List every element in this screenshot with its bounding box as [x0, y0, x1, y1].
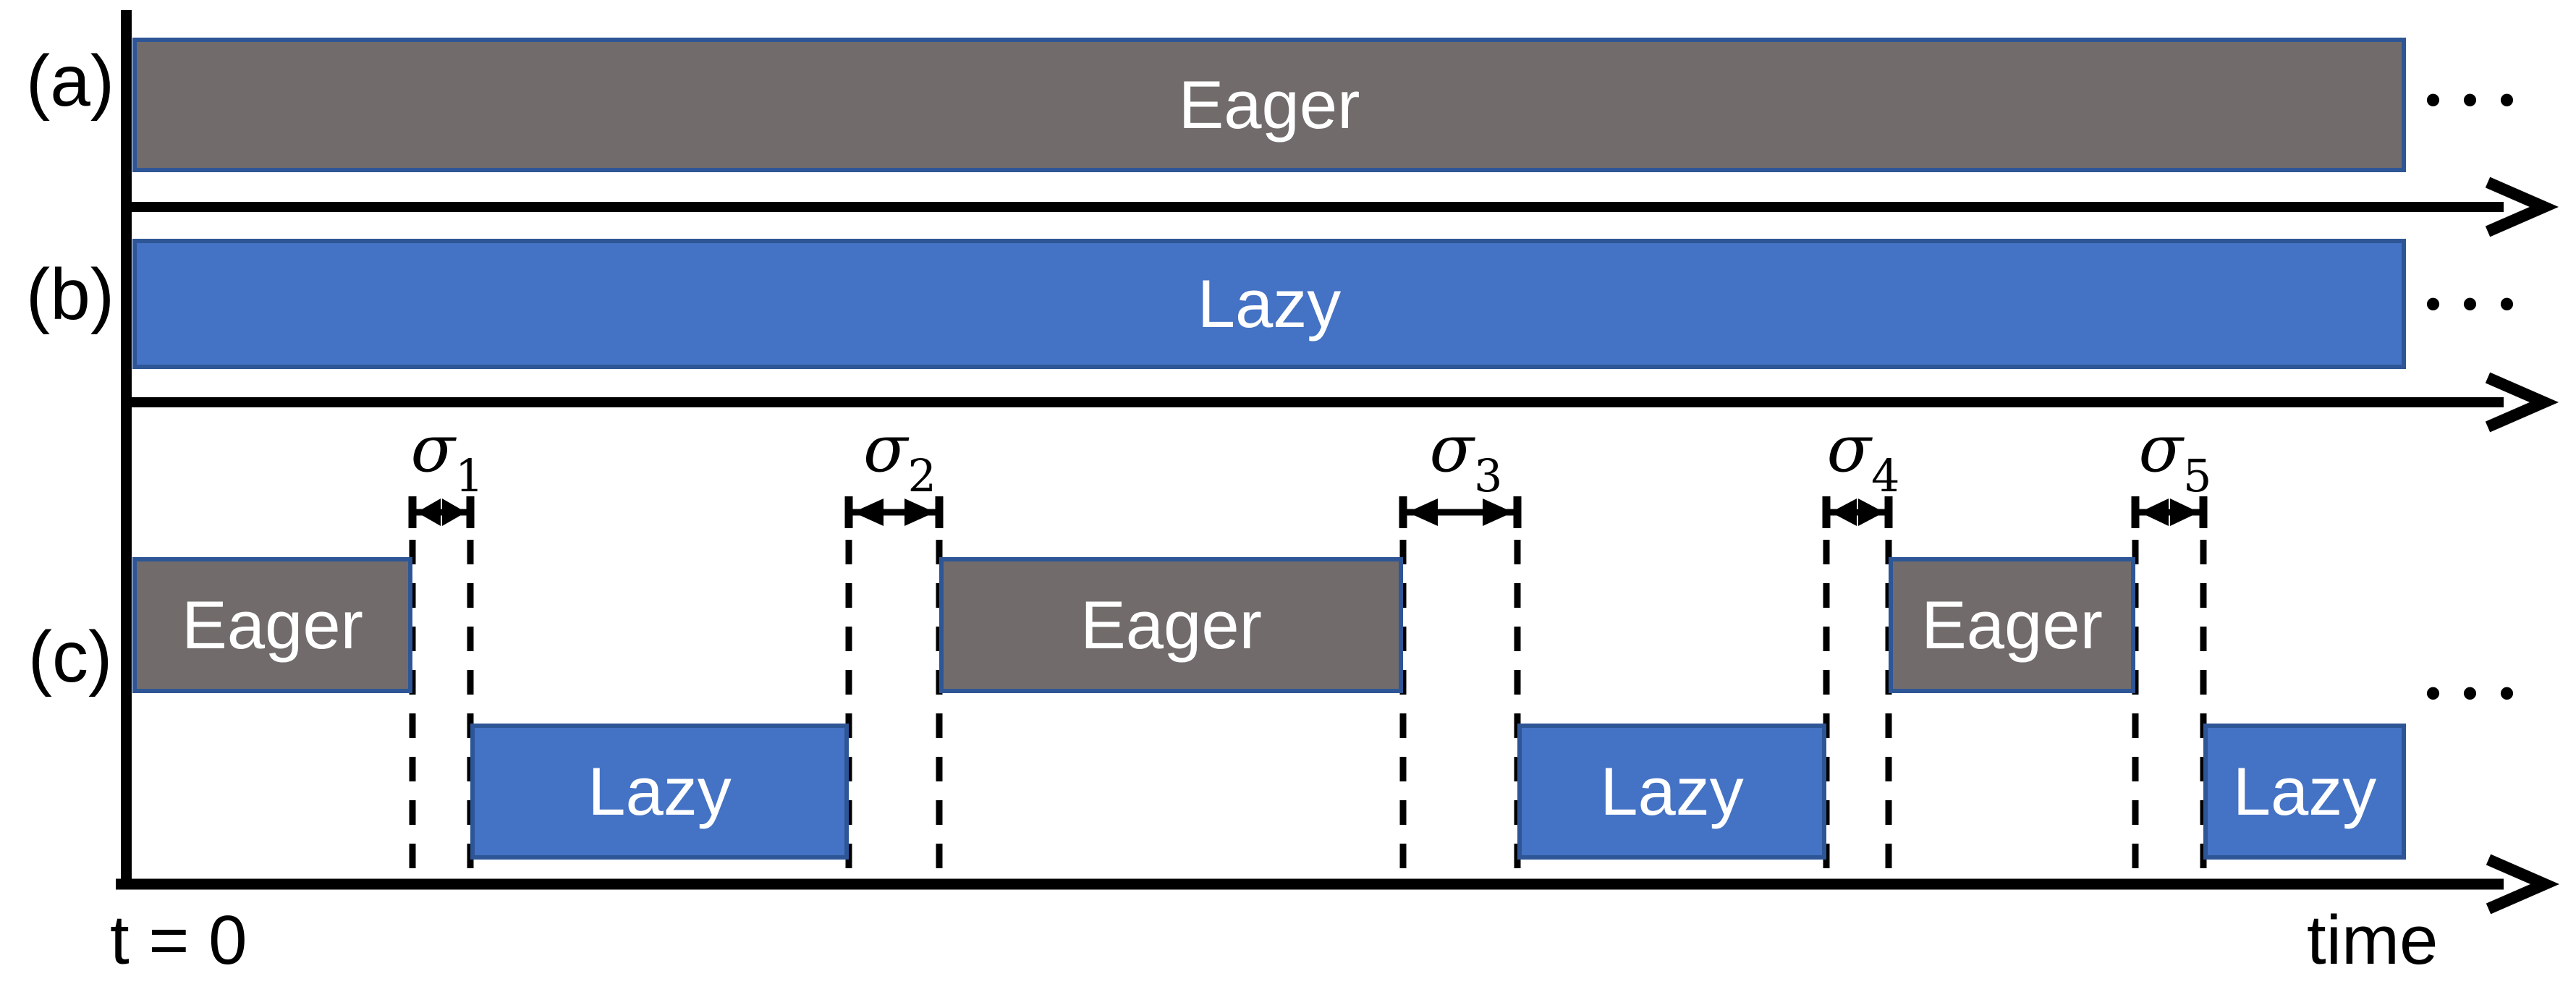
- row-b-ellipsis: •••: [2425, 279, 2537, 328]
- sigma-5-label: σ5: [2096, 417, 2255, 499]
- row-c-ellipsis: •••: [2425, 669, 2537, 717]
- sigma-4-label: σ4: [1784, 417, 1943, 499]
- sigma-symbol: σ: [410, 411, 455, 487]
- row-b-tag: (b): [25, 254, 115, 335]
- bar-lazy: Lazy: [2203, 724, 2406, 860]
- bar-eager-full-label: Eager: [1178, 67, 1360, 143]
- row-a-tag: (a): [25, 41, 115, 122]
- sigma-subscript: 4: [1870, 449, 1900, 502]
- origin-label: t = 0: [110, 902, 247, 979]
- bar-eager: Eager: [1889, 557, 2135, 693]
- sigma-subscript: 5: [2182, 449, 2212, 502]
- bar-lazy-label: Lazy: [588, 753, 732, 829]
- bar-eager-label: Eager: [182, 587, 363, 663]
- bar-lazy: Lazy: [1517, 724, 1826, 860]
- row-c-tag: (c): [27, 616, 113, 697]
- gap-arrowhead-5-right: [2170, 499, 2199, 526]
- sigma-symbol: σ: [2138, 411, 2183, 487]
- bar-eager-label: Eager: [1921, 587, 2103, 663]
- row-a-ellipsis: •••: [2425, 75, 2537, 124]
- sigma-symbol: σ: [863, 411, 908, 487]
- gap-arrowhead-2-right: [904, 499, 935, 526]
- gap-arrowhead-2-left: [853, 499, 884, 526]
- gap-arrowhead-1-right: [442, 499, 466, 526]
- bar-eager: Eager: [939, 557, 1403, 693]
- sigma-3-label: σ3: [1386, 417, 1546, 499]
- bar-lazy: Lazy: [470, 724, 849, 860]
- bar-lazy-full: Lazy: [132, 239, 2406, 369]
- gap-arrowhead-1-left: [417, 499, 441, 526]
- gap-arrowhead-3-right: [1483, 499, 1513, 526]
- timeline-a-arrowhead: [2485, 177, 2559, 237]
- gap-arrowhead-5-left: [2140, 499, 2169, 526]
- timeline-b-arrowhead: [2485, 372, 2559, 433]
- sigma-subscript: 2: [907, 449, 936, 502]
- bar-lazy-label: Lazy: [1600, 753, 1744, 829]
- sigma-symbol: σ: [1429, 411, 1474, 487]
- gap-arrowhead-4-left: [1831, 499, 1857, 526]
- sigma-subscript: 3: [1473, 449, 1503, 502]
- sigma-2-label: σ2: [821, 417, 980, 499]
- sigma-symbol: σ: [1826, 411, 1871, 487]
- gap-arrowhead-4-right: [1858, 499, 1884, 526]
- sigma-subscript: 1: [454, 449, 484, 502]
- time-axis-label: time: [2307, 902, 2439, 979]
- bar-lazy-full-label: Lazy: [1197, 266, 1342, 342]
- bar-eager-full: Eager: [132, 38, 2406, 172]
- gap-arrowhead-3-left: [1407, 499, 1438, 526]
- sigma-1-label: σ1: [368, 417, 527, 499]
- time-axis-arrowhead: [2486, 854, 2560, 915]
- bar-lazy-label: Lazy: [2232, 753, 2377, 829]
- bar-eager: Eager: [132, 557, 412, 693]
- bar-eager-label: Eager: [1080, 587, 1262, 663]
